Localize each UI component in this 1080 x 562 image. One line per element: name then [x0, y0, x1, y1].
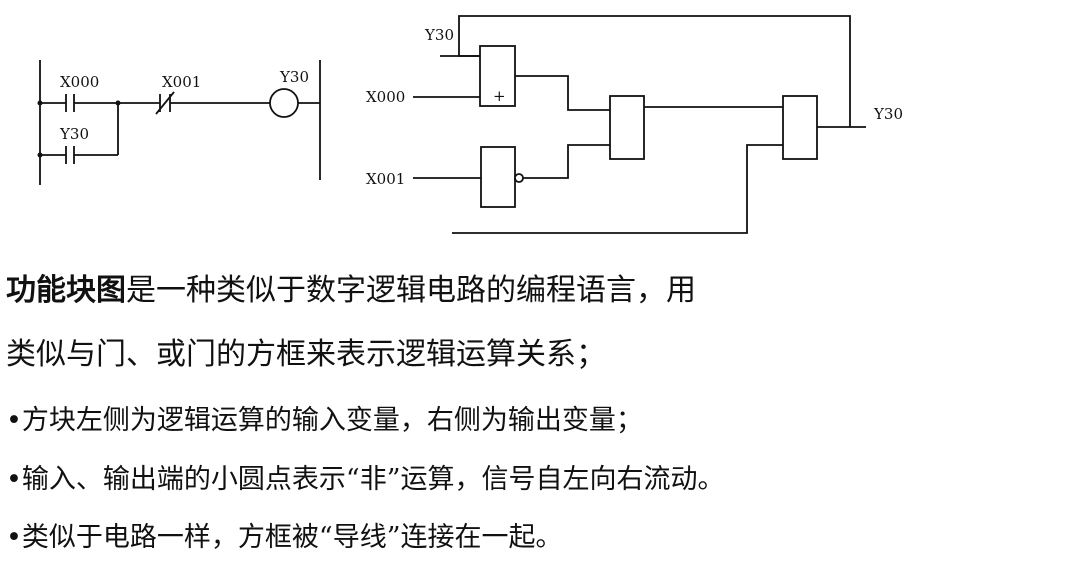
- fbd-input-x001-label: X001: [366, 170, 405, 188]
- or-symbol: +: [493, 87, 506, 105]
- coil-label: Y30: [279, 68, 309, 86]
- not-block: [480, 146, 516, 208]
- diagram: X000 X001 Y30 Y30 + Y30 X000 X001 Y30: [37, 15, 903, 234]
- contact-x000: [65, 94, 75, 112]
- term-highlight: 功能块图: [6, 273, 126, 308]
- contact1-label: X000: [60, 73, 99, 91]
- description-line-1-rest: 是一种类似于数字逻辑电路的编程语言，用: [126, 273, 696, 308]
- contact-y30: [65, 146, 75, 164]
- description-line-2: 类似与门、或门的方框来表示逻辑运算关系；: [6, 337, 606, 372]
- bullet-item-3: •类似于电路一样，方框被“导线”连接在一起。: [6, 522, 563, 553]
- coil-y30: [269, 88, 299, 118]
- not-output-wire: [523, 144, 610, 179]
- and-block-2: [782, 95, 818, 160]
- contact2-label: X001: [162, 73, 201, 91]
- junction-dot: [37, 152, 43, 158]
- fbd-input-x000-label: X000: [366, 88, 405, 106]
- bullet-item-2: •输入、输出端的小圆点表示“非”运算，信号自左向右流动。: [6, 464, 725, 495]
- inversion-dot: [514, 173, 524, 183]
- or-block: [479, 45, 516, 107]
- and-block-1: [609, 95, 645, 160]
- function-block-diagram: + Y30 X000 X001 Y30: [366, 15, 903, 234]
- or-output-wire: [515, 75, 610, 111]
- bullet-item-1: •方块左侧为逻辑运算的输入变量，右侧为输出变量；: [6, 405, 643, 436]
- ladder-diagram: X000 X001 Y30 Y30: [37, 60, 321, 185]
- contact-x001-nc: [155, 91, 175, 115]
- fbd-output-label: Y30: [873, 105, 903, 123]
- bottom-input-wire: [452, 144, 783, 234]
- junction-dot: [115, 100, 121, 106]
- junction-dot: [37, 100, 43, 106]
- description-line-1: 功能块图是一种类似于数字逻辑电路的编程语言，用: [6, 276, 1074, 306]
- contact3-label: Y30: [59, 125, 89, 143]
- fbd-input-y30-label: Y30: [424, 26, 454, 44]
